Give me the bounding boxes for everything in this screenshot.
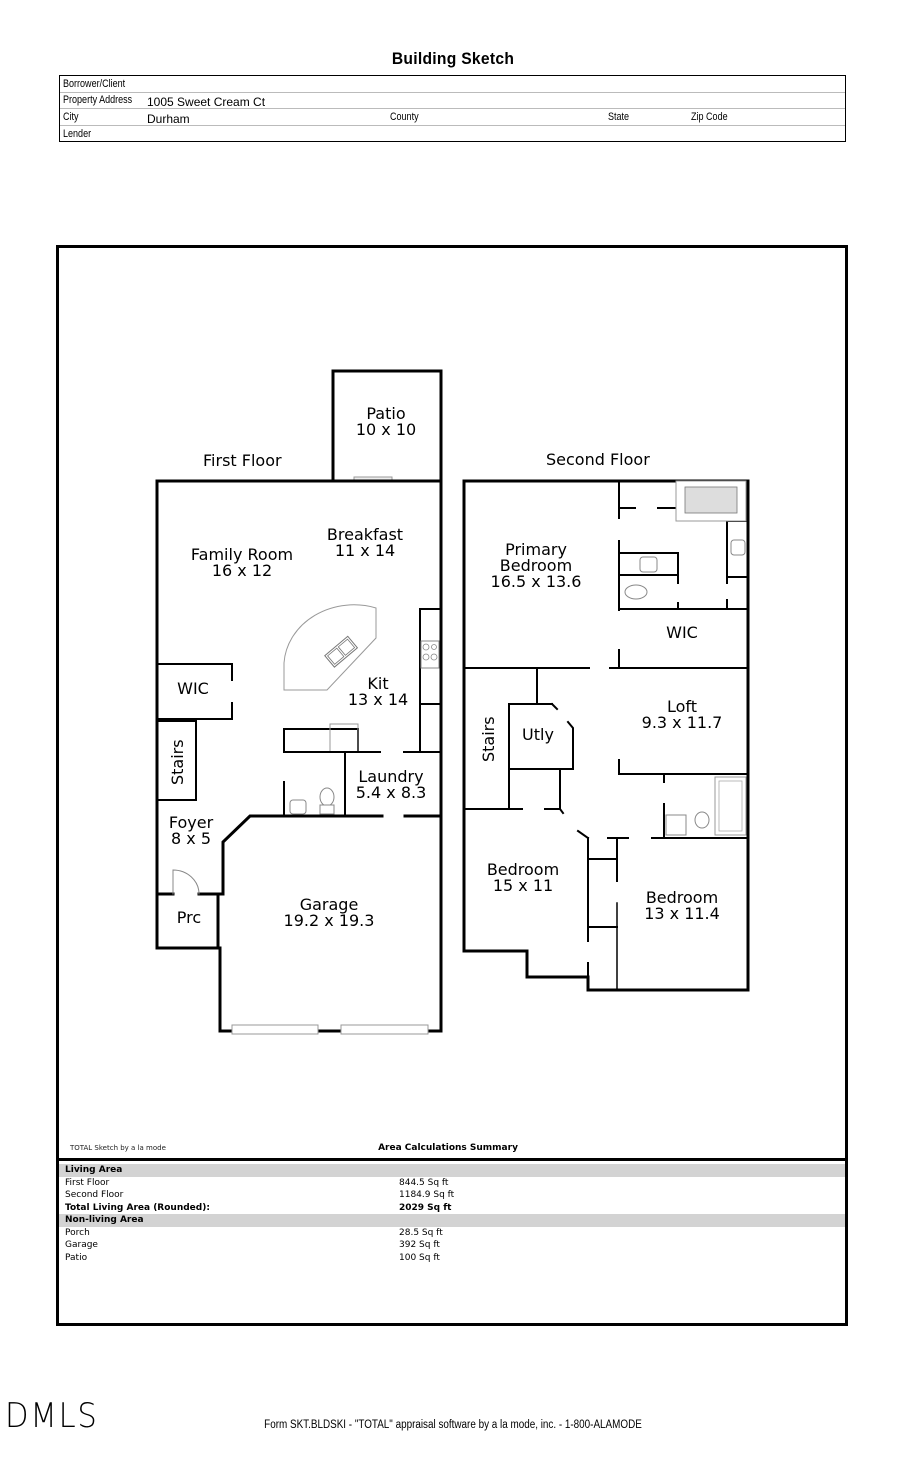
room-wic-first: WIC (177, 681, 209, 697)
sketch-frame (56, 245, 848, 1326)
room-name: Breakfast (326, 525, 404, 544)
room-dims: 16 x 12 (211, 561, 273, 580)
room-loft: Loft 9.3 x 11.7 (642, 699, 723, 731)
room-name: Foyer (168, 813, 214, 832)
summary-row: First Floor 844.5 Sq ft (59, 1177, 845, 1190)
address-label: Property Address (63, 94, 133, 106)
row-value: 1184.9 Sq ft (399, 1190, 455, 1200)
state-label: State (608, 111, 630, 123)
room-utility: Utly (522, 727, 554, 743)
room-foyer: Foyer 8 x 5 (169, 815, 213, 847)
zip-label: Zip Code (691, 111, 728, 123)
city-value: Durham (147, 112, 190, 126)
city-row: City Durham County State Zip Code (60, 109, 845, 126)
first-floor-title: First Floor (203, 451, 282, 470)
room-patio: Patio 10 x 10 (356, 406, 416, 438)
borrower-row: Borrower/Client (60, 76, 845, 93)
room-stairs-second: Stairs (479, 716, 498, 762)
room-garage: Garage 19.2 x 19.3 (284, 897, 375, 929)
room-bedroom-3: Bedroom 13 x 11.4 (644, 890, 720, 922)
room-laundry: Laundry 5.4 x 8.3 (356, 769, 427, 801)
room-dims: 5.4 x 8.3 (355, 783, 427, 802)
sketch-credit: TOTAL Sketch by a la mode (70, 1144, 166, 1152)
first-floor-outer (155, 479, 443, 1033)
lender-label: Lender (63, 128, 92, 140)
room-name: Bedroom (486, 860, 560, 879)
living-area-header: Living Area (59, 1164, 845, 1177)
row-value: 2029 Sq ft (399, 1202, 452, 1213)
room-name: Loft (666, 697, 698, 716)
room-bedroom-2: Bedroom 15 x 11 (487, 862, 559, 894)
row-label: Garage (65, 1240, 98, 1250)
summary-row: Garage 392 Sq ft (59, 1239, 845, 1252)
room-dims: 19.2 x 19.3 (283, 911, 375, 930)
total-living-row: Total Living Area (Rounded): 2029 Sq ft (59, 1202, 845, 1215)
room-dims: 13 x 11.4 (644, 904, 720, 923)
borrower-label: Borrower/Client (63, 78, 126, 90)
row-label: Patio (65, 1252, 88, 1263)
dmls-logo: DMLS (5, 1396, 99, 1436)
area-summary-table: Living Area First Floor 844.5 Sq ft Seco… (59, 1158, 845, 1326)
second-floor-title: Second Floor (546, 450, 650, 469)
room-name: Utly (522, 725, 554, 744)
room-name: WIC (666, 623, 698, 642)
room-name-line1: Primary (505, 540, 567, 559)
property-header-table: Borrower/Client Property Address 1005 Sw… (59, 75, 846, 142)
row-value: 392 Sq ft (399, 1240, 440, 1250)
room-stairs-first: Stairs (168, 739, 187, 785)
room-wic-second: WIC (666, 625, 698, 641)
room-dims: 13 x 14 (347, 690, 409, 709)
room-dims: 8 x 5 (171, 829, 211, 848)
room-dims: 16.5 x 13.6 (490, 572, 582, 591)
address-row: Property Address 1005 Sweet Cream Ct (60, 92, 845, 109)
room-kitchen: Kit 13 x 14 (348, 676, 408, 708)
row-label: First Floor (65, 1177, 110, 1188)
row-label: Total Living Area (Rounded): (65, 1202, 210, 1213)
room-dims: 11 x 14 (334, 541, 396, 560)
room-porch: Prc (177, 910, 201, 926)
page-title: Building Sketch (391, 49, 515, 68)
room-breakfast: Breakfast 11 x 14 (327, 527, 403, 559)
room-name: Garage (299, 895, 359, 914)
summary-row: Porch 28.5 Sq ft (59, 1227, 845, 1240)
lender-row: Lender (60, 126, 845, 142)
row-value: 28.5 Sq ft (399, 1227, 443, 1238)
room-dims: 9.3 x 11.7 (641, 713, 723, 732)
room-name: Kit (367, 674, 389, 693)
room-name: WIC (177, 679, 209, 698)
room-name: Laundry (358, 767, 424, 786)
row-label: Porch (65, 1227, 90, 1238)
summary-row: Patio 100 Sq ft (59, 1252, 845, 1265)
room-family-room: Family Room 16 x 12 (191, 547, 293, 579)
room-name: Prc (176, 908, 202, 927)
address-value: 1005 Sweet Cream Ct (147, 95, 266, 109)
patio-walls (331, 369, 443, 482)
room-dims: 15 x 11 (492, 876, 554, 895)
room-name: Family Room (190, 545, 294, 564)
form-footer: Form SKT.BLDSKI - "TOTAL" appraisal soft… (264, 1419, 642, 1431)
room-name-line2: Bedroom (499, 556, 573, 575)
county-label: County (390, 111, 419, 123)
room-name: Patio (366, 404, 406, 423)
row-value: 100 Sq ft (399, 1252, 440, 1263)
nonliving-area-header: Non-living Area (59, 1214, 845, 1227)
row-value: 844.5 Sq ft (399, 1177, 449, 1188)
summary-title: Area Calculations Summary (378, 1143, 518, 1153)
room-dims: 10 x 10 (355, 420, 417, 439)
city-label: City (63, 111, 79, 123)
row-label: Second Floor (65, 1190, 124, 1200)
summary-row: Second Floor 1184.9 Sq ft (59, 1189, 845, 1202)
room-primary-bedroom: Primary Bedroom 16.5 x 13.6 (491, 542, 582, 590)
room-name: Bedroom (645, 888, 719, 907)
